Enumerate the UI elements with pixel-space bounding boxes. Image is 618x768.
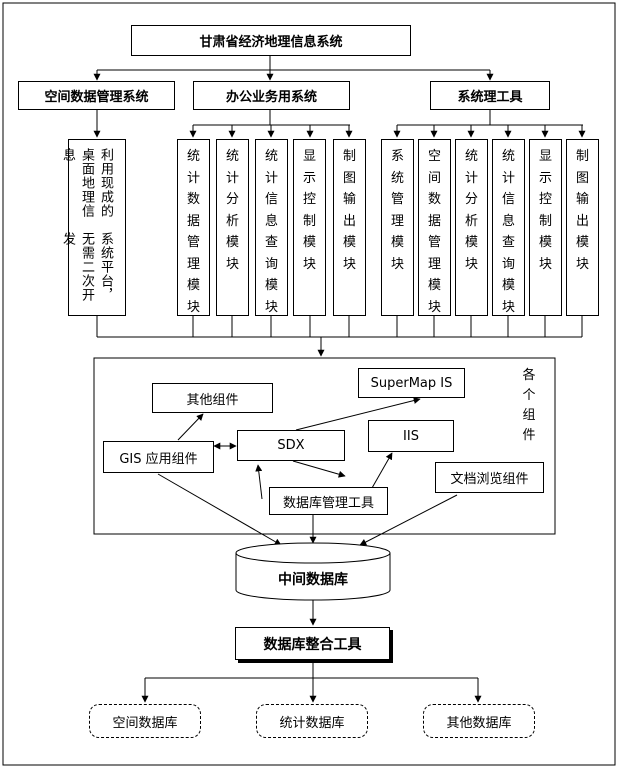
- supermap-is: SuperMap IS: [358, 368, 465, 398]
- iis: IIS: [368, 420, 454, 452]
- database-management-tool: 数据库管理工具: [269, 487, 388, 515]
- office-module-0: 统计数据管理模块: [177, 139, 210, 316]
- tool-module-4: 显示控制模块: [529, 139, 562, 316]
- arrow-sdx-to-supermap: [295, 397, 421, 431]
- arrow-gis-to-other: [177, 413, 204, 441]
- module-drop-lines: [96, 316, 583, 337]
- sdx: SDX: [237, 430, 345, 461]
- tool-module-1: 空间数据管理模块: [418, 139, 451, 316]
- spatial-system-description: 利用现成的桌面地理信息 系统平台，无需二次开发: [60, 139, 126, 316]
- arrow-gis-to-middledb: [157, 473, 282, 546]
- arrow-sdx-to-dbtool: [292, 460, 346, 478]
- office-module-label: 显示控制模块: [302, 149, 316, 272]
- arrow-dbtool-to-iis: [371, 452, 393, 489]
- office-module-label: 统计数据管理模块: [186, 149, 200, 315]
- statistics-database: 统计数据库: [256, 704, 368, 738]
- tool-module-label: 统计分析模块: [464, 149, 478, 272]
- tool-module-label: 空间数据管理模块: [427, 149, 441, 315]
- gis-application-component: GIS 应用组件: [103, 441, 214, 473]
- office-business-system: 办公业务用系统: [193, 81, 350, 110]
- office-module-1: 统计分析模块: [216, 139, 249, 316]
- system-tools: 系统理工具: [430, 81, 550, 110]
- office-module-label: 统计分析模块: [225, 149, 239, 272]
- tool-module-label: 统计信息查询模块: [501, 149, 515, 315]
- other-database: 其他数据库: [423, 704, 535, 738]
- tool-module-label: 显示控制模块: [538, 149, 552, 272]
- document-browse-component: 文档浏览组件: [435, 462, 544, 493]
- office-module-3: 显示控制模块: [293, 139, 326, 316]
- middle-db-cylinder: [235, 542, 391, 601]
- office-module-label: 制图输出模块: [342, 149, 356, 272]
- spatial-data-system: 空间数据管理系统: [18, 81, 175, 110]
- tool-module-2: 统计分析模块: [455, 139, 488, 316]
- other-components: 其他组件: [152, 383, 273, 413]
- tool-module-label: 制图输出模块: [575, 149, 589, 272]
- arrow-doc-to-middledb: [359, 494, 458, 546]
- middle-database-label: 中间数据库: [278, 572, 348, 588]
- office-module-4: 制图输出模块: [333, 139, 366, 316]
- office-module-label: 统计信息查询模块: [264, 149, 278, 315]
- tool-module-5: 制图输出模块: [566, 139, 599, 316]
- system-title: 甘肃省经济地理信息系统: [131, 25, 411, 56]
- components-container: [93, 357, 556, 535]
- tool-module-label: 系统管理模块: [390, 149, 404, 272]
- tool-module-arrows: [393, 125, 586, 138]
- database-integration-tool: 数据库整合工具: [235, 627, 390, 660]
- tool-module-0: 系统管理模块: [381, 139, 414, 316]
- spatial-database: 空间数据库: [89, 704, 201, 738]
- tool-module-3: 统计信息查询模块: [492, 139, 525, 316]
- office-module-2: 统计信息查询模块: [255, 139, 288, 316]
- components-side-label: 各个组件: [522, 368, 536, 443]
- spatial-desc-col1: 利用现成的桌面地理信息: [60, 148, 113, 218]
- arrow-dbtool-to-sdx: [255, 464, 263, 500]
- office-module-arrows: [189, 125, 353, 138]
- spatial-desc-col2: 系统平台，无需二次开发: [60, 231, 113, 302]
